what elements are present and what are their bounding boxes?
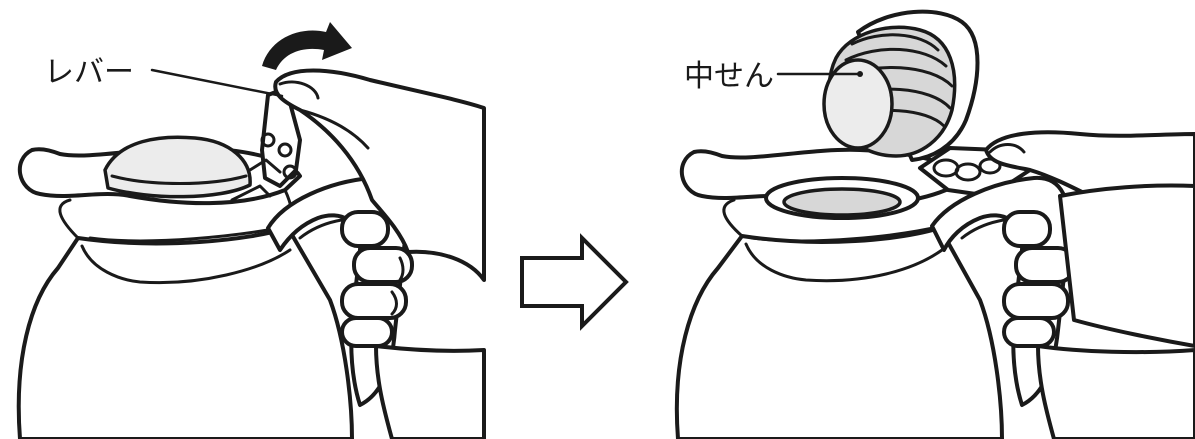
hand-left [273,68,486,439]
lever-callout-line [150,68,284,98]
hand-right [984,130,1195,439]
inner-plug-label: 中せん [684,59,774,94]
pot-body-left [16,226,354,439]
lid-dome-left [103,135,252,199]
pot-body-right [674,226,1004,439]
inner-plug [822,9,980,162]
curved-arrow-icon [262,22,352,70]
left-panel: レバー [16,22,486,439]
lever-label: レバー [44,55,134,90]
hollow-right-arrow-icon [520,233,629,331]
right-panel: 中せん [674,9,1195,439]
